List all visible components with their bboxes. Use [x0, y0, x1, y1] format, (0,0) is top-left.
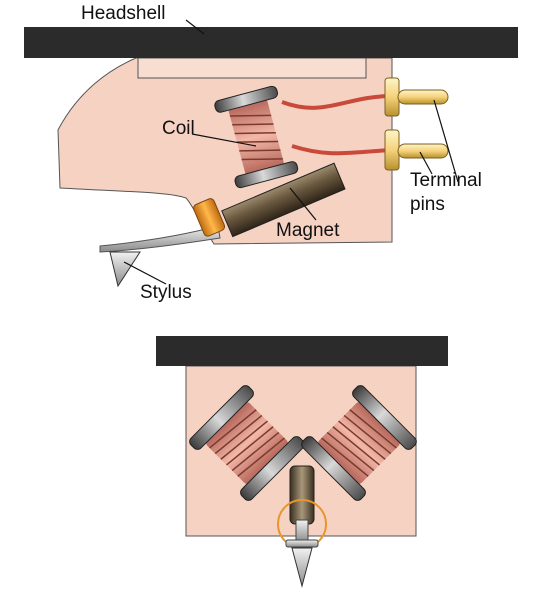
magnet-leader: [289, 187, 317, 221]
collar: [193, 198, 226, 237]
headshell-label: Headshell: [81, 3, 166, 24]
coil-wire-top: [281, 94, 393, 110]
terminal-pin-top: [384, 77, 449, 117]
front-stylus-bar: [285, 539, 319, 548]
headshell-leader: [185, 19, 205, 35]
front-stylus-shaft: [295, 519, 309, 543]
coil-wire-bottom: [291, 144, 393, 156]
right-coil: [301, 385, 417, 501]
front-stylus-tip: [291, 547, 313, 588]
terminal-label-line1: Terminal: [410, 170, 482, 191]
terminal-leader-top: [433, 99, 459, 183]
coil-label: Coil: [162, 118, 195, 139]
coil: [214, 85, 299, 189]
magnet-label: Magnet: [276, 220, 340, 241]
front-headshell-bar: [156, 336, 448, 366]
stylus-label: Stylus: [140, 282, 192, 303]
terminal-pin-bottom: [384, 129, 449, 171]
top-plate: [137, 57, 367, 79]
stylus-leader: [123, 261, 167, 285]
coil-leader: [191, 133, 257, 147]
cantilever: [99, 225, 221, 253]
terminal-leader-bottom: [419, 151, 433, 175]
front-magnet: [289, 465, 315, 525]
magnet: [221, 162, 346, 238]
left-coil: [189, 385, 305, 501]
headshell-bar: [24, 27, 518, 58]
stylus-tip: [109, 251, 141, 288]
terminal-label-line2: pins: [410, 194, 445, 215]
